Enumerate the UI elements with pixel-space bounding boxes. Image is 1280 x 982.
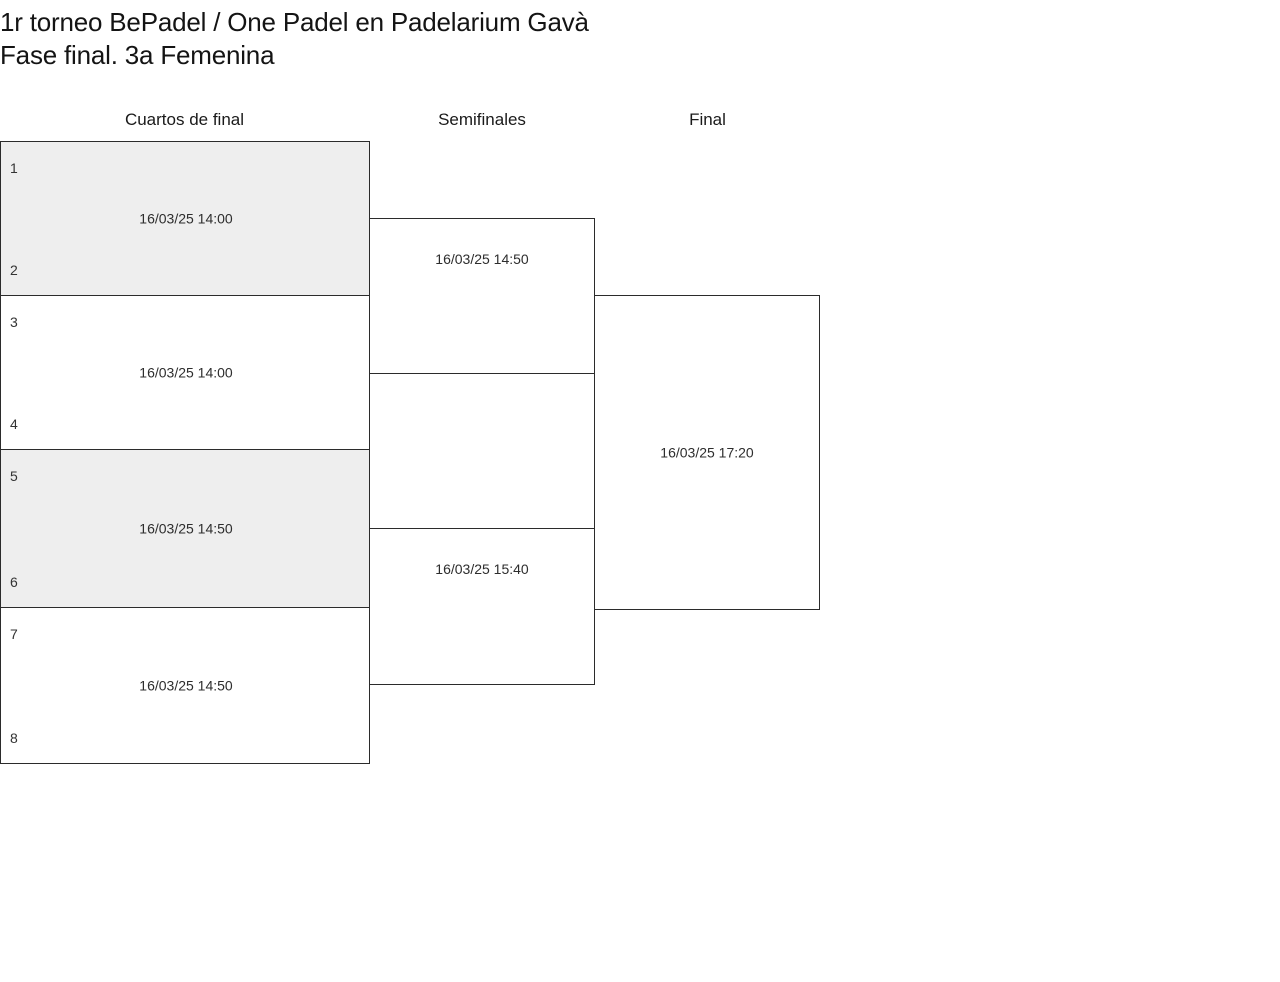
match-quarterfinal-2[interactable]: 3 16/03/25 14:00 4 [0, 295, 370, 450]
tournament-name: 1r torneo BePadel / One Padel en Padelar… [0, 7, 589, 37]
match-quarterfinal-3[interactable]: 5 16/03/25 14:50 6 [0, 449, 370, 608]
match-quarterfinal-4[interactable]: 7 16/03/25 14:50 8 [0, 607, 370, 764]
connector-sf2-to-final [594, 609, 621, 610]
connector-sf1-to-final [594, 295, 621, 296]
connector-qf4-to-sf2 [369, 684, 396, 685]
round-header-semifinals: Semifinales [438, 110, 526, 129]
tournament-phase: Fase final. 3a Femenina [0, 40, 275, 70]
seed-label: 5 [10, 468, 18, 484]
match-date: 16/03/25 17:20 [660, 444, 754, 460]
match-semifinal-1[interactable]: 16/03/25 14:50 [369, 218, 595, 374]
connector-qf3-to-sf2 [369, 528, 396, 529]
page-title: 1r torneo BePadel / One Padel en Padelar… [0, 6, 900, 72]
match-date: 16/03/25 15:40 [435, 561, 529, 577]
round-header-quarterfinals: Cuartos de final [124, 110, 245, 129]
match-semifinal-2[interactable]: 16/03/25 15:40 [369, 528, 595, 685]
match-date: 16/03/25 14:00 [139, 210, 233, 226]
seed-label: 6 [10, 574, 18, 590]
match-date: 16/03/25 14:50 [139, 677, 233, 693]
match-final[interactable]: 16/03/25 17:20 [594, 295, 820, 610]
match-date: 16/03/25 14:50 [139, 520, 233, 536]
seed-label: 2 [10, 262, 18, 278]
connector-qf2-to-sf1 [369, 373, 396, 374]
tournament-bracket: 1 16/03/25 14:00 2 3 16/03/25 14:00 4 5 … [0, 141, 820, 764]
connector-qf1-to-sf1 [369, 218, 396, 219]
seed-label: 8 [10, 730, 18, 746]
match-quarterfinal-1[interactable]: 1 16/03/25 14:00 2 [0, 141, 370, 296]
seed-label: 4 [10, 416, 18, 432]
round-header-final: Final [689, 110, 726, 129]
match-date: 16/03/25 14:00 [139, 364, 233, 380]
seed-label: 3 [10, 314, 18, 330]
seed-label: 7 [10, 626, 18, 642]
match-date: 16/03/25 14:50 [435, 251, 529, 267]
seed-label: 1 [10, 160, 18, 176]
